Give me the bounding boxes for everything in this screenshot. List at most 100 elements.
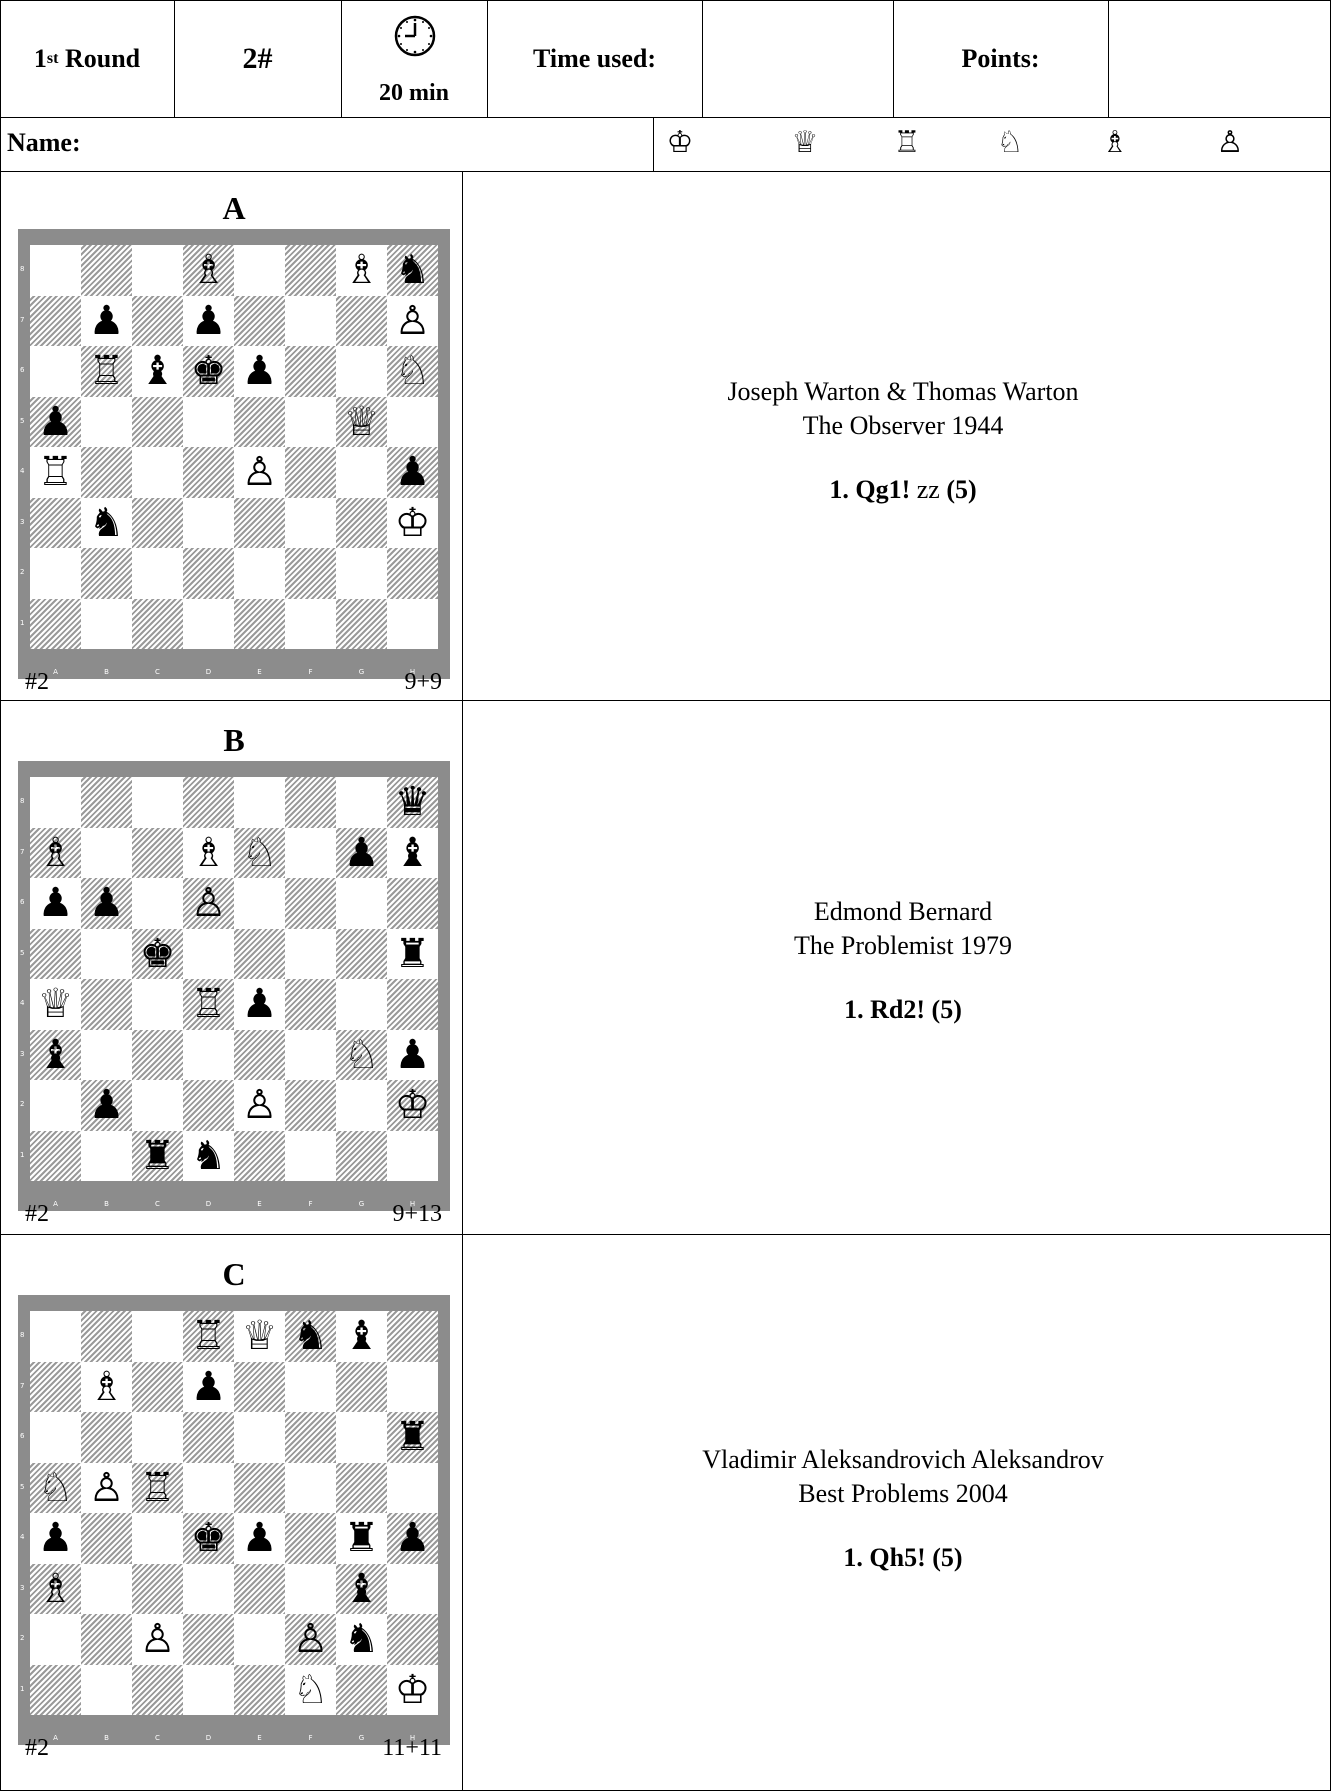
problem-a-board: ♗♗♞♟♟♙♖♝♚♟♘♟♕♖♙♟♞♔ 87654321ABCDEFGH: [18, 229, 450, 679]
black-pawn-icon: ♟: [81, 878, 132, 929]
square-a1: [30, 1131, 81, 1182]
square-g8: [336, 777, 387, 828]
square-g1: [336, 1131, 387, 1182]
problem-a-solution: 1. Qg1! zz (5): [463, 473, 1331, 507]
rank-label: 5: [20, 417, 24, 425]
square-d3: [183, 498, 234, 549]
square-e2: [234, 548, 285, 599]
problem-b-divider: [0, 1234, 1331, 1235]
rank-label: 1: [20, 619, 24, 627]
problem-c-board: ♖♕♞♝♗♟♜♘♙♖♟♚♟♜♟♗♝♙♙♞♘♔ 87654321ABCDEFGH: [18, 1295, 450, 1745]
square-a6: [30, 346, 81, 397]
white-queen-icon: ♕: [785, 128, 825, 158]
black-bishop-icon: ♝: [387, 828, 438, 879]
square-e3: [234, 1564, 285, 1615]
file-label: B: [81, 1734, 132, 1742]
rank-label: 2: [20, 1100, 24, 1108]
square-f2: [285, 548, 336, 599]
square-a6: [30, 1412, 81, 1463]
square-b4: [81, 1513, 132, 1564]
white-rook-icon: ♖: [183, 979, 234, 1030]
square-d2: [183, 1614, 234, 1665]
square-h3: [387, 1564, 438, 1615]
white-bishop-icon: ♗: [183, 245, 234, 296]
black-bishop-icon: ♝: [336, 1311, 387, 1362]
problem-c-piece-count: 11+11: [322, 1735, 442, 1762]
file-label: E: [234, 1734, 285, 1742]
name-field[interactable]: [90, 118, 650, 170]
rank-label: 2: [20, 568, 24, 576]
rank-label: 8: [20, 797, 24, 805]
white-pawn-icon: ♙: [387, 296, 438, 347]
white-rook-icon: ♖: [887, 128, 927, 158]
white-knight-icon: ♘: [285, 1665, 336, 1716]
square-g6: [336, 878, 387, 929]
black-pawn-icon: ♟: [234, 979, 285, 1030]
points-field[interactable]: [1108, 0, 1330, 117]
points-label: Points:: [893, 0, 1108, 117]
file-label: C: [132, 668, 183, 676]
square-f6: [285, 346, 336, 397]
black-pawn-icon: ♟: [336, 828, 387, 879]
name-label: Name:: [7, 128, 81, 158]
white-bishop-icon: ♗: [336, 245, 387, 296]
square-e7: [234, 1362, 285, 1413]
white-queen-icon: ♕: [336, 397, 387, 448]
time-used-field[interactable]: [702, 0, 893, 117]
square-f7: [285, 1362, 336, 1413]
square-e1: [234, 1665, 285, 1716]
problem-a-solution-note: zz: [917, 475, 940, 504]
rank-label: 7: [20, 848, 24, 856]
square-c7: [132, 296, 183, 347]
name-row-divider: [0, 171, 1331, 172]
square-f2: [285, 1080, 336, 1131]
file-label: C: [132, 1200, 183, 1208]
square-c2: [132, 1080, 183, 1131]
rank-label: 4: [20, 999, 24, 1007]
square-a7: [30, 1362, 81, 1413]
square-d2: [183, 1080, 234, 1131]
rank-label: 6: [20, 1432, 24, 1440]
white-knight-icon: ♘: [387, 346, 438, 397]
problem-a-piece-count: 9+9: [322, 669, 442, 696]
square-g3: [336, 498, 387, 549]
rank-label: 4: [20, 1533, 24, 1541]
problem-c-solution-points: (5): [932, 1543, 962, 1572]
square-b4: [81, 979, 132, 1030]
black-queen-icon: ♛: [387, 777, 438, 828]
black-king-icon: ♚: [183, 1513, 234, 1564]
rank-label: 3: [20, 518, 24, 526]
problem-b-solution: 1. Rd2! (5): [463, 993, 1331, 1027]
white-rook-icon: ♖: [132, 1463, 183, 1514]
square-g2: [336, 1080, 387, 1131]
square-g6: [336, 1412, 387, 1463]
black-pawn-icon: ♟: [30, 1513, 81, 1564]
square-e3: [234, 1030, 285, 1081]
square-d3: [183, 1564, 234, 1615]
square-f4: [285, 979, 336, 1030]
square-b7: [81, 828, 132, 879]
white-queen-icon: ♕: [234, 1311, 285, 1362]
problem-a-info: Joseph Warton & Thomas Warton The Observ…: [463, 375, 1331, 507]
square-b8: [81, 245, 132, 296]
white-pawn-icon: ♙: [234, 1080, 285, 1131]
white-bishop-icon: ♗: [30, 828, 81, 879]
rank-label: 5: [20, 949, 24, 957]
square-c4: [132, 979, 183, 1030]
rank-label: 3: [20, 1584, 24, 1592]
black-knight-icon: ♞: [336, 1614, 387, 1665]
white-rook-icon: ♖: [183, 1311, 234, 1362]
file-label: B: [81, 668, 132, 676]
white-knight-icon: ♘: [336, 1030, 387, 1081]
square-h5: [387, 1463, 438, 1514]
rank-label: 2: [20, 1634, 24, 1642]
square-c8: [132, 777, 183, 828]
black-pawn-icon: ♟: [183, 296, 234, 347]
square-g5: [336, 929, 387, 980]
white-rook-icon: ♖: [30, 447, 81, 498]
square-b1: [81, 1665, 132, 1716]
square-d4: [183, 447, 234, 498]
black-pawn-icon: ♟: [30, 397, 81, 448]
square-a1: [30, 599, 81, 650]
round-word: Round: [58, 44, 140, 74]
